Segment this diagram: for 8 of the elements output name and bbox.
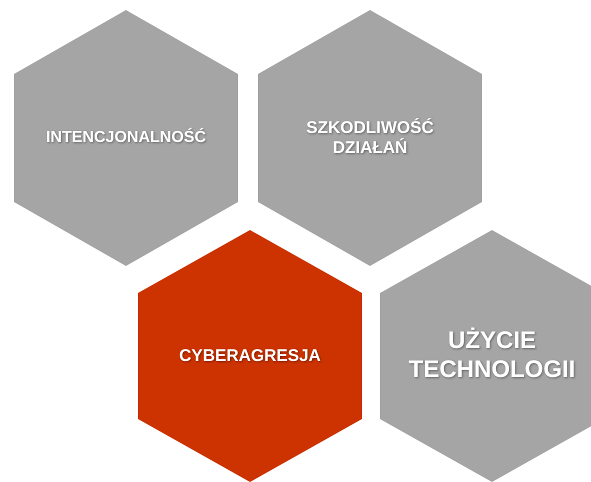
tile-label: SZKODLIWOŚĆ DZIAŁAŃ xyxy=(305,118,435,158)
tile-label: INTENCJONALNOŚĆ xyxy=(46,128,206,148)
hexagon-tile xyxy=(14,10,238,266)
hexagon-tile xyxy=(138,230,362,482)
hexagon-tile xyxy=(380,230,591,482)
tile-label: UŻYCIE TECHNOLOGII xyxy=(408,327,576,385)
tile-label: CYBERAGRESJA xyxy=(179,346,321,366)
hexagon-tile xyxy=(258,10,482,266)
